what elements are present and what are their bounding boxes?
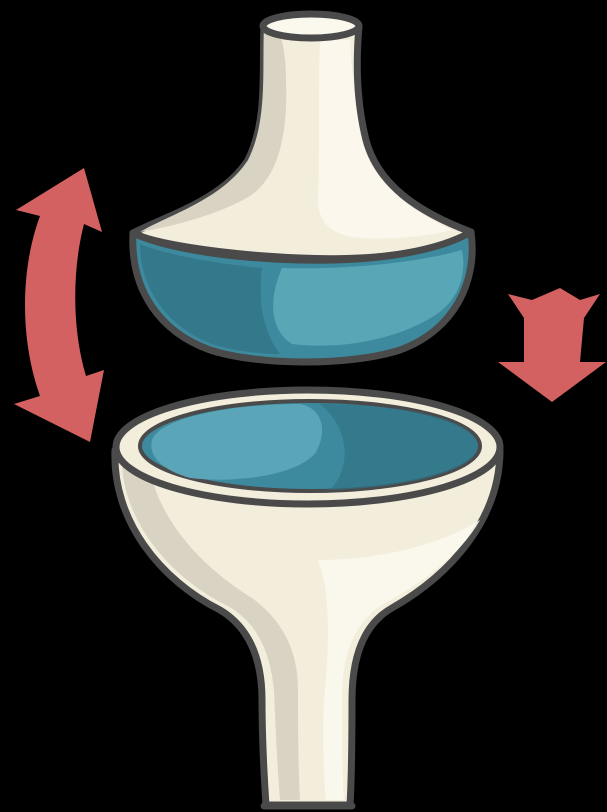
lower-cartilage-icon <box>116 390 500 504</box>
down-arrow-shape <box>498 288 606 402</box>
curved-double-arrow-icon <box>14 168 104 442</box>
curved-double-arrow-shape <box>14 168 104 442</box>
upper-bone-top-end <box>263 14 359 38</box>
upper-bone-highlight <box>318 40 452 239</box>
upper-bone-icon <box>133 14 471 259</box>
down-arrow-icon <box>498 288 606 402</box>
